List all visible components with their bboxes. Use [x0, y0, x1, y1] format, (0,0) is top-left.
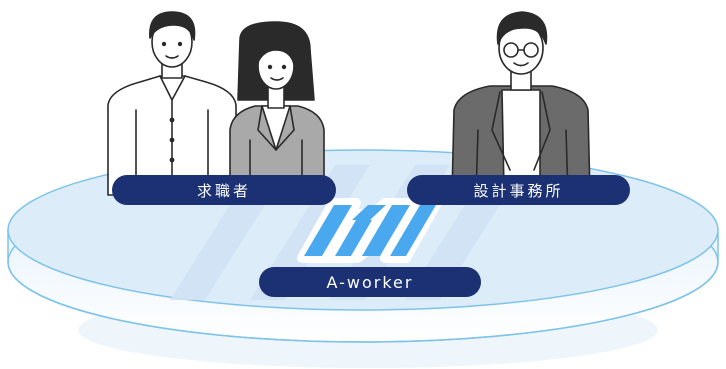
- man-with-glasses: [451, 11, 591, 196]
- man-in-shirt: [107, 11, 237, 196]
- label-brand: A-worker: [259, 267, 481, 297]
- aw-logo-icon: [297, 198, 442, 263]
- label-job-seeker: 求職者: [112, 175, 336, 205]
- label-design-office: 設計事務所: [407, 175, 630, 205]
- woman-in-gray-jacket: [229, 21, 325, 196]
